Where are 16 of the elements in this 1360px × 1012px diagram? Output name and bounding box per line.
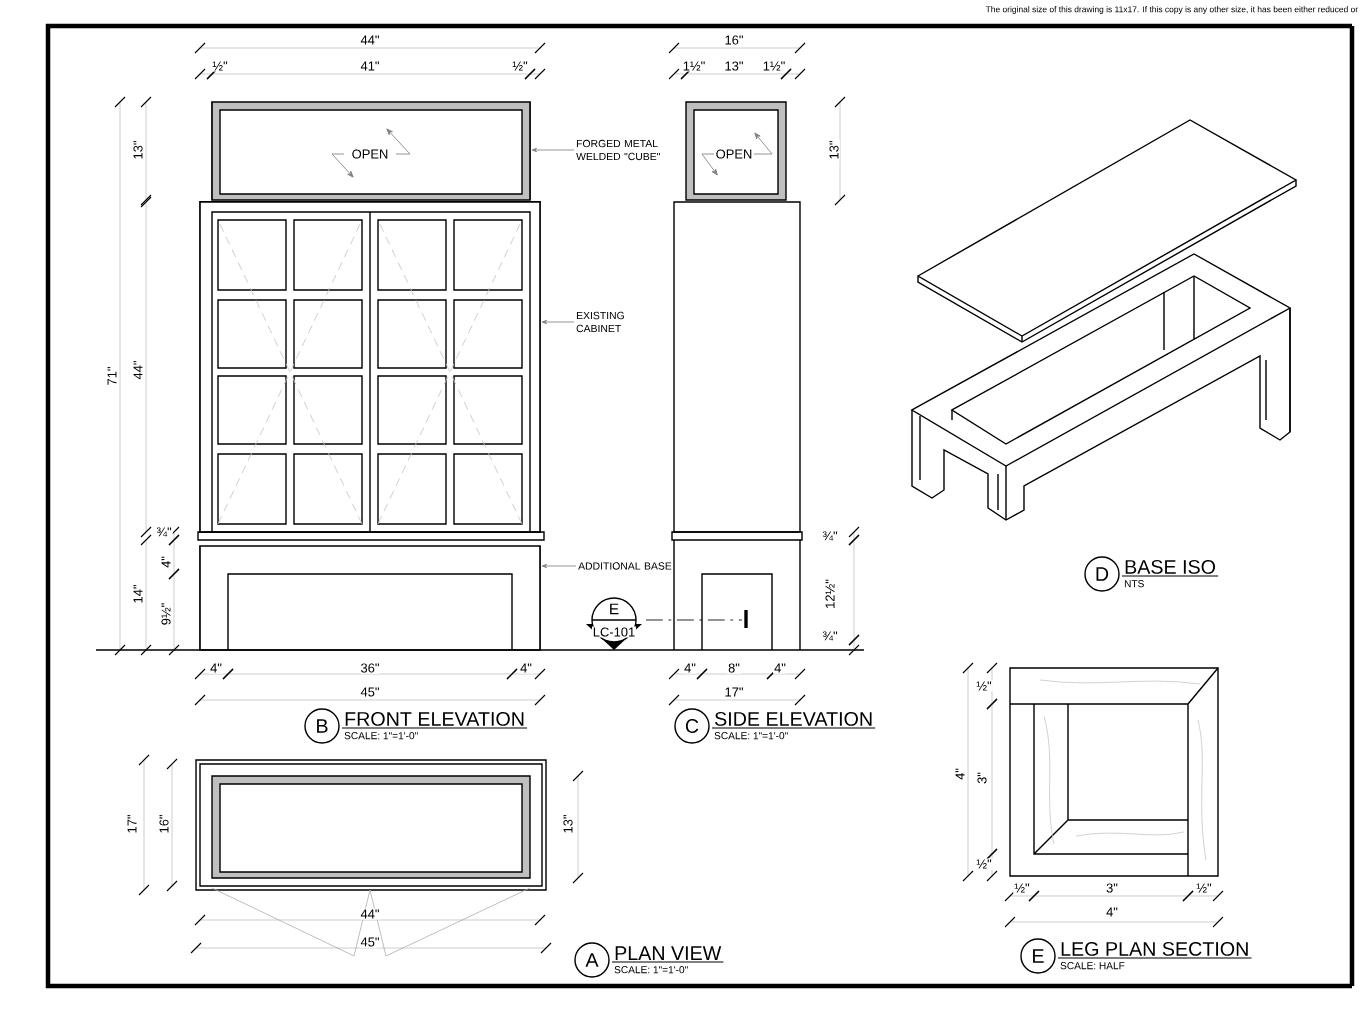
view-callout: C: [674, 708, 710, 744]
cabinet-base: [199, 545, 541, 651]
leader-line: [531, 147, 575, 153]
leader-line: [541, 319, 575, 325]
view-title: FRONT ELEVATION: [341, 711, 528, 729]
view-callout: A: [574, 942, 610, 978]
view-title: SIDE ELEVATION: [711, 711, 876, 729]
view-title: PLAN VIEW: [611, 946, 724, 963]
view-callout: B: [304, 708, 340, 744]
view-title: BASE ISO: [1121, 559, 1219, 577]
view-callout: E: [1020, 938, 1056, 974]
metal-cube-frame: [211, 101, 531, 201]
view-title: LEG PLAN SECTION: [1057, 941, 1253, 959]
cabinet-body: [199, 201, 541, 533]
view-callout: D: [1084, 556, 1120, 592]
leader-line: [541, 563, 577, 569]
